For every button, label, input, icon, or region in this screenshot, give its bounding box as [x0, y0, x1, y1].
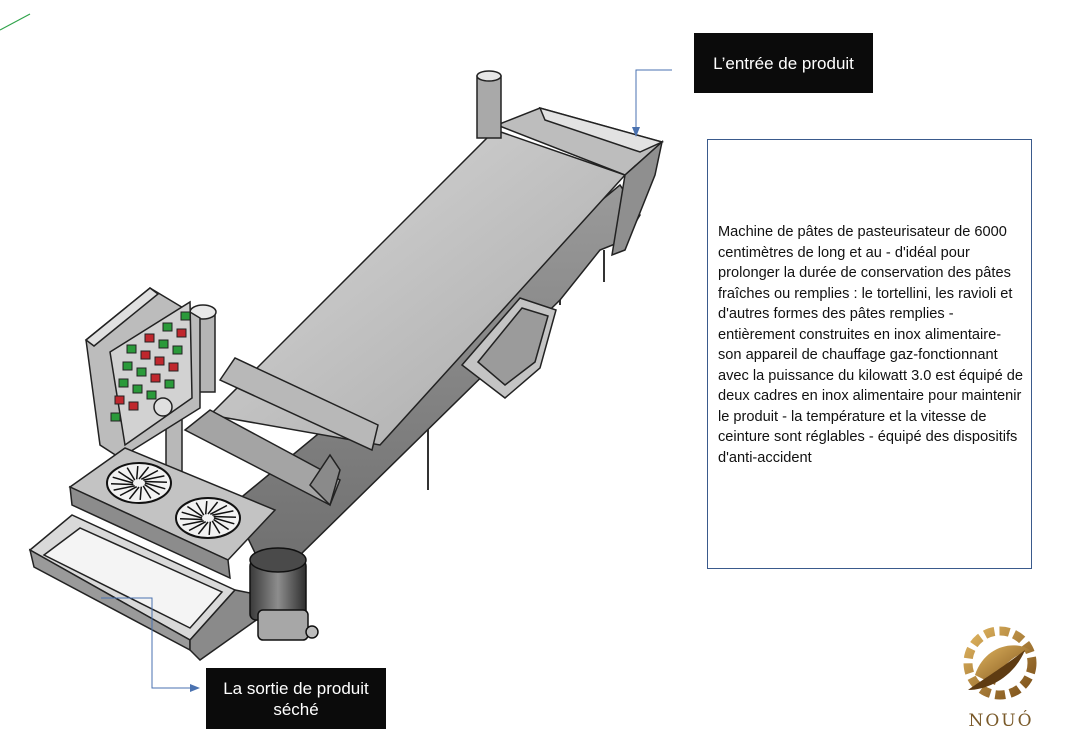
- fan-icon: [175, 497, 241, 539]
- control-button: [118, 378, 129, 388]
- control-button: [146, 390, 157, 400]
- top-divider: [183, 357, 379, 507]
- fan-blade: [195, 502, 205, 516]
- control-button: [132, 384, 143, 394]
- fan-blade: [211, 520, 221, 534]
- control-button: [150, 373, 161, 383]
- fan-blade: [213, 515, 237, 519]
- control-button: [122, 361, 133, 371]
- control-button: [110, 412, 121, 422]
- fan-blade: [207, 501, 219, 515]
- description-box: Machine de pâtes de pasteurisateur de 60…: [707, 139, 1032, 569]
- motor: [249, 547, 319, 641]
- callout-line-entry: [635, 69, 672, 133]
- control-button: [140, 350, 151, 360]
- brand-name: NOUÓ: [968, 711, 1034, 731]
- fan-blade: [140, 469, 159, 480]
- fan-blade: [143, 475, 165, 481]
- fan-blade: [209, 504, 228, 515]
- panel-dial: [153, 397, 173, 417]
- control-button: [176, 328, 187, 338]
- control-button: [136, 367, 147, 377]
- callout-line-exit: [101, 597, 195, 689]
- side-tray: [460, 297, 557, 399]
- brand-logo-icon: [963, 626, 1037, 700]
- control-button: [164, 379, 175, 389]
- control-button: [180, 311, 191, 321]
- control-button: [158, 339, 169, 349]
- fan-blade: [212, 510, 234, 516]
- outlet-belt: [28, 514, 263, 661]
- control-button: [126, 344, 137, 354]
- callout-arrow-entry: [632, 127, 640, 137]
- fan-blade: [110, 482, 134, 486]
- fan-blade: [126, 467, 136, 481]
- fan-blade: [113, 485, 135, 491]
- fan-icon: [106, 462, 172, 504]
- fan-blade: [179, 517, 203, 521]
- entry-label: L’entrée de produit: [694, 33, 873, 93]
- fan-blade: [186, 505, 203, 518]
- fan-blade: [204, 500, 208, 515]
- fan-blade: [182, 520, 204, 526]
- control-button: [168, 362, 179, 372]
- description-text: Machine de pâtes de pasteurisateur de 60…: [718, 224, 1024, 466]
- control-button: [162, 322, 173, 332]
- corner-stroke: [0, 13, 31, 31]
- fan-blade: [144, 483, 161, 496]
- fan-blade: [208, 521, 212, 536]
- fan-blade: [197, 521, 209, 535]
- inlet-hopper: [494, 106, 665, 257]
- fan-blade: [135, 465, 139, 480]
- control-button: [144, 333, 155, 343]
- fan-blade: [213, 518, 230, 531]
- fan-blade: [138, 466, 150, 480]
- fan-blade: [142, 485, 152, 499]
- fan-blade: [119, 486, 138, 497]
- fan-blade: [181, 511, 203, 519]
- fan-blade: [213, 517, 235, 525]
- fan-blade: [144, 482, 166, 490]
- fan-blade: [139, 486, 143, 501]
- control-button: [172, 345, 183, 355]
- control-button: [128, 401, 139, 411]
- fan-blade: [188, 521, 207, 532]
- fan-blade: [144, 480, 168, 484]
- callout-arrow-exit: [190, 684, 200, 692]
- fan-blade: [128, 486, 140, 500]
- control-button: [114, 395, 125, 405]
- chimney: [476, 70, 502, 139]
- fan-blade: [117, 470, 134, 483]
- exit-label: La sortie de produit séché: [206, 668, 386, 729]
- fan-blade: [112, 476, 134, 484]
- control-buttons: [110, 311, 191, 422]
- control-button: [154, 356, 165, 366]
